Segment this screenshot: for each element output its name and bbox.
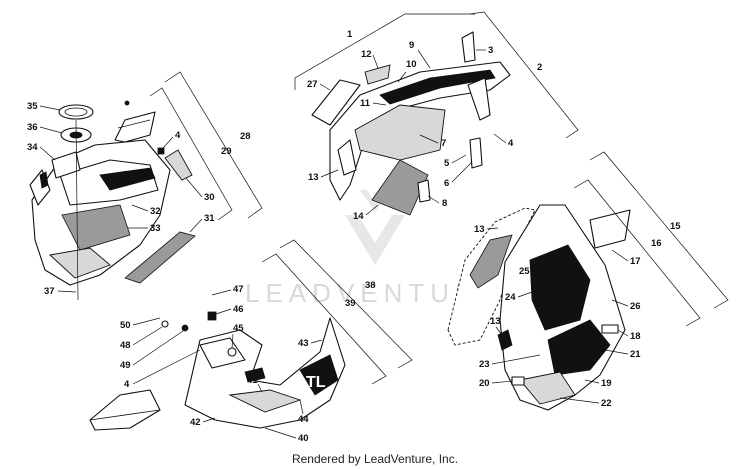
callout-47: 47 bbox=[233, 284, 244, 295]
vent-30 bbox=[164, 149, 193, 181]
callout-17: 17 bbox=[630, 256, 641, 267]
panel-27 bbox=[311, 79, 361, 126]
callout-39: 39 bbox=[345, 298, 356, 309]
callout-45: 45 bbox=[233, 323, 244, 334]
callout-13b: 13 bbox=[474, 224, 485, 235]
panel-12 bbox=[364, 64, 391, 85]
callout-25: 25 bbox=[519, 266, 530, 277]
callout-28: 28 bbox=[240, 131, 251, 142]
bracket-39 bbox=[261, 253, 387, 385]
bracket-15 bbox=[589, 151, 729, 309]
bracket-2 bbox=[469, 11, 579, 139]
callout-11: 11 bbox=[360, 98, 371, 109]
callout-43: 43 bbox=[298, 338, 309, 349]
stud-37 bbox=[75, 119, 79, 301]
callout-50: 50 bbox=[120, 320, 131, 331]
callout-33: 33 bbox=[150, 223, 161, 234]
callout-15: 15 bbox=[670, 221, 681, 232]
callout-13a: 13 bbox=[308, 172, 319, 183]
callout-16: 16 bbox=[651, 238, 662, 249]
callout-46: 46 bbox=[233, 304, 244, 315]
callout-35: 35 bbox=[27, 101, 38, 112]
callout-24: 24 bbox=[505, 292, 516, 303]
clip-4a bbox=[157, 147, 165, 155]
callout-1: 1 bbox=[347, 29, 353, 40]
right-side-panel bbox=[447, 204, 631, 411]
callout-7: 7 bbox=[441, 138, 446, 149]
decal-34 bbox=[51, 151, 81, 179]
screw-top bbox=[124, 100, 130, 106]
hood-assembly bbox=[29, 111, 171, 286]
callout-4a: 4 bbox=[508, 138, 514, 149]
callout-9: 9 bbox=[409, 40, 414, 51]
side-panel-assembly bbox=[329, 31, 511, 216]
callout-13c: 13 bbox=[490, 316, 501, 327]
callout-6: 6 bbox=[444, 178, 449, 189]
callout-42: 42 bbox=[190, 417, 201, 428]
callout-44: 44 bbox=[298, 414, 309, 425]
callout-20: 20 bbox=[479, 378, 490, 389]
callout-3: 3 bbox=[488, 45, 493, 56]
callout-18: 18 bbox=[630, 331, 641, 342]
callout-48: 48 bbox=[120, 340, 131, 351]
callout-14: 14 bbox=[353, 211, 364, 222]
callout-27: 27 bbox=[307, 79, 318, 90]
callout-38: 38 bbox=[365, 280, 376, 291]
fastener-46 bbox=[207, 311, 217, 321]
callout-26: 26 bbox=[630, 301, 641, 312]
callout-10: 10 bbox=[406, 59, 417, 70]
bracket-29 bbox=[149, 87, 233, 221]
tl-decal-text: TL bbox=[306, 374, 326, 391]
bracket-28 bbox=[164, 71, 263, 219]
callout-2: 2 bbox=[537, 62, 542, 73]
callout-30: 30 bbox=[204, 192, 215, 203]
callout-4b: 4 bbox=[175, 130, 181, 141]
callout-34: 34 bbox=[27, 142, 38, 153]
callout-32: 32 bbox=[150, 206, 161, 217]
callout-labels: 1 2 3 9 10 12 27 11 7 4 5 6 8 13 14 15 1… bbox=[27, 29, 681, 444]
bracket-1 bbox=[294, 13, 475, 90]
callout-36: 36 bbox=[27, 122, 38, 133]
callout-21: 21 bbox=[630, 349, 641, 360]
callout-41: 41 bbox=[247, 375, 258, 386]
callout-5: 5 bbox=[444, 158, 450, 169]
callout-49: 49 bbox=[120, 360, 131, 371]
callout-22: 22 bbox=[601, 398, 612, 409]
mesh-panel-31 bbox=[124, 231, 196, 284]
callout-29: 29 bbox=[221, 146, 232, 157]
callout-31: 31 bbox=[204, 213, 215, 224]
belly-pan-assembly bbox=[89, 317, 346, 431]
bracket-38 bbox=[279, 239, 413, 369]
bracket-16 bbox=[573, 179, 701, 327]
callout-8: 8 bbox=[442, 198, 447, 209]
gas-cap-ring bbox=[58, 104, 94, 120]
callout-19: 19 bbox=[601, 378, 612, 389]
nut-49 bbox=[181, 324, 189, 332]
washer-48 bbox=[161, 320, 169, 328]
callout-12: 12 bbox=[361, 49, 372, 60]
callout-40: 40 bbox=[298, 433, 309, 444]
fastener-45 bbox=[227, 347, 237, 357]
callout-23: 23 bbox=[479, 359, 490, 370]
render-credit: Rendered by LeadVenture, Inc. bbox=[291, 452, 459, 466]
callout-37: 37 bbox=[44, 286, 55, 297]
callout-4c: 4 bbox=[124, 379, 130, 390]
